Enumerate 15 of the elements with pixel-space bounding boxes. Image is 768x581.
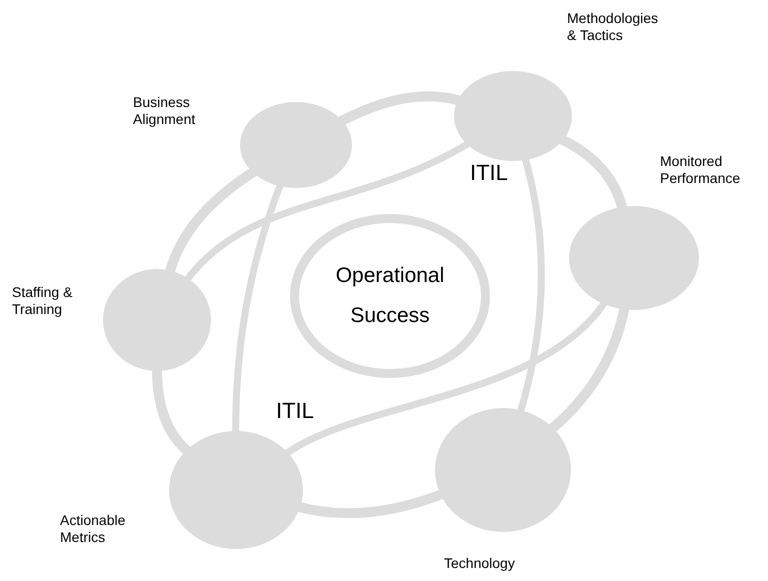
node-label: Monitored Performance — [660, 153, 742, 187]
center-label: Operational Success — [334, 263, 446, 329]
node-label: Business Alignment — [133, 94, 196, 128]
itil-label: ITIL — [276, 398, 314, 424]
itil-label: ITIL — [470, 160, 508, 186]
connector-line — [164, 166, 258, 274]
node-label: Staffing & Training — [12, 284, 74, 318]
connector-line — [338, 91, 462, 126]
connector-line — [232, 182, 284, 434]
connector-line — [296, 488, 446, 518]
node-label: Actionable Metrics — [60, 512, 126, 546]
connector-line — [152, 368, 192, 456]
node-label: Technology — [444, 555, 516, 572]
node-label: Methodologies & Tactics — [567, 10, 659, 44]
center-ring — [290, 214, 490, 378]
